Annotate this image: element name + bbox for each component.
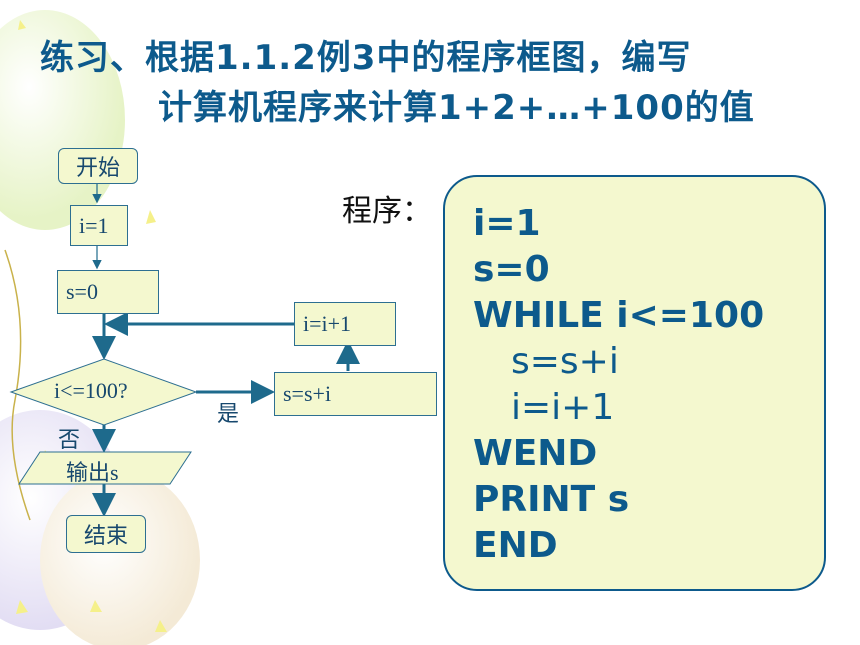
init-i-box: i=1 (70, 205, 128, 246)
end-node: 结束 (66, 515, 146, 553)
start-node: 开始 (58, 148, 138, 184)
decision-diamond (9, 358, 198, 426)
code-line: END (473, 525, 558, 566)
code-line: s=s+i (511, 341, 619, 382)
condition-label: i<=100? (54, 378, 128, 403)
balloon-shape (40, 470, 200, 645)
code-line: PRINT s (473, 479, 630, 520)
code-line: i=1 (473, 203, 541, 244)
code-line: s=0 (473, 249, 550, 290)
output-parallelogram (18, 451, 192, 485)
increment-box: i=i+1 (294, 302, 396, 346)
code-line: i=i+1 (511, 387, 615, 428)
yes-label: 是 (217, 401, 240, 426)
code-line: WEND (473, 433, 598, 474)
init-s-box: s=0 (57, 270, 159, 314)
program-label: 程序： (342, 195, 432, 228)
slide-title-line2: 计算机程序来计算1+2+…+100的值 (158, 88, 755, 128)
code-line: WHILE i<=100 (473, 295, 765, 336)
sum-box: s=s+i (274, 372, 437, 416)
no-label: 否 (58, 427, 81, 452)
slide-title-line1: 练习、根据1.1.2例3中的程序框图，编写 (40, 38, 692, 78)
code-box: i=1 s=0 WHILE i<=100 s=s+i i=i+1 WEND PR… (443, 175, 826, 591)
output-label: 输出s (66, 460, 119, 485)
balloon-string (4, 249, 31, 521)
